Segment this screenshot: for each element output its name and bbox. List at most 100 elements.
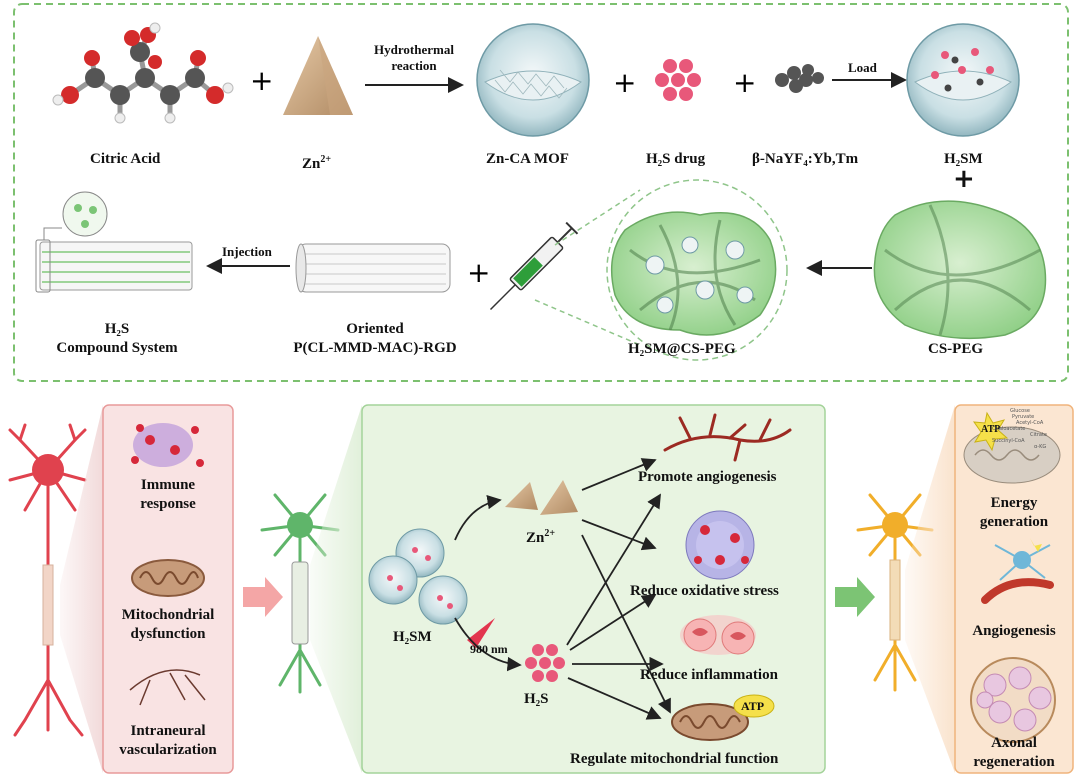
- neuron-soma: [882, 512, 908, 538]
- plus-sign: +: [953, 164, 975, 194]
- zn-mechanism-label-base: Zn: [526, 530, 545, 546]
- zn-pyramid-icon: [283, 36, 353, 115]
- synthesis-panel: [13, 3, 1069, 382]
- h2sm-spheres-icon: [368, 528, 468, 625]
- injection-label: Injection: [222, 244, 272, 259]
- vascularization-label: Intraneural vascularization: [103, 722, 233, 760]
- plus-sign: +: [613, 66, 636, 99]
- injured-axon: [42, 564, 54, 646]
- inflammation-cells-icon: [680, 615, 756, 655]
- immune-response-label: Immune response: [103, 476, 233, 514]
- hydrothermal-label-2: reaction: [391, 58, 437, 73]
- mitochondrial-dysfunction-label-2: dysfunction: [130, 626, 206, 642]
- zn-pyramids-icon: [505, 480, 578, 515]
- krebs-label: Pyruvate: [1012, 414, 1035, 420]
- citric-acid-label: Citric Acid: [90, 151, 161, 167]
- syringe-icon: [489, 221, 579, 311]
- zn-label-base: Zn: [302, 156, 321, 172]
- zn-ca-mof-sphere-icon: [476, 23, 590, 137]
- reduce-oxidative-stress-label: Reduce oxidative stress: [630, 583, 779, 599]
- plus-sign: +: [250, 64, 273, 97]
- load-label: Load: [848, 60, 877, 75]
- oriented-scaffold-label-1: Oriented: [346, 321, 404, 337]
- pink-progress-arrow: [243, 577, 283, 617]
- immune-response-label-1: Immune: [140, 477, 196, 493]
- regulate-mitochondria-label: Regulate mitochondrial function: [570, 751, 779, 767]
- axon-bundle-icon: [970, 657, 1056, 743]
- citric-acid-molecule-icon: [52, 22, 234, 124]
- energy-generation-label: Energy generation: [955, 494, 1073, 532]
- mitochondrion-icon: [671, 694, 775, 741]
- compound-system-label-2: Compound System: [56, 340, 178, 356]
- zn-mechanism-label: Zn2+: [526, 524, 555, 548]
- axonal-regeneration-label-2: regeneration: [973, 754, 1055, 770]
- vessel-neuron-icon: [981, 538, 1054, 604]
- h2s-drug-label: H₂S drug: [646, 151, 706, 167]
- regenerated-axon: [889, 559, 901, 641]
- mitochondria-icon: [131, 559, 205, 597]
- zn-label: Zn2+: [302, 150, 331, 174]
- zoom-fan: [310, 405, 362, 773]
- arrow-zn-mito: [581, 534, 671, 714]
- plus-sign: +: [733, 66, 756, 99]
- krebs-label: Citrate: [1030, 432, 1047, 438]
- neuron-soma: [287, 512, 313, 538]
- atp-badge: ATP: [741, 699, 765, 713]
- energy-metabolism-icon: [963, 411, 1061, 484]
- zoom-line: [534, 299, 641, 346]
- zn-mechanism-label-sup: 2+: [544, 528, 556, 539]
- krebs-cycle-labels: Glucose Pyruvate Acetyl-CoA Oxaloacetate…: [990, 408, 1070, 450]
- h2sm-cs-peg-label: H₂SM@CS-PEG: [628, 341, 736, 357]
- arrow-zn-angio: [581, 458, 657, 491]
- zn-label-sup: 2+: [320, 154, 332, 165]
- axonal-regeneration-label: Axonal regeneration: [955, 734, 1073, 772]
- vascularization-label-1: Intraneural: [130, 723, 206, 739]
- h2s-cluster-icon: [525, 644, 565, 682]
- zoom-fan: [905, 405, 955, 773]
- vascularization-label-2: vascularization: [119, 742, 217, 758]
- immune-response-label-2: response: [140, 496, 196, 512]
- scaffold-tube: [291, 561, 309, 645]
- compound-tube-icon: [35, 191, 193, 293]
- hydrothermal-label-1: Hydrothermal: [374, 42, 454, 57]
- oriented-scaffold-tube-icon: [295, 243, 451, 293]
- zoom-fan: [60, 405, 103, 773]
- green-progress-arrow: [835, 577, 875, 617]
- blood-vessel-icon: [129, 669, 206, 706]
- arrow-h2sm-h2s: [454, 617, 522, 672]
- energy-generation-label-1: Energy: [990, 495, 1038, 511]
- angiogenesis-outcome-label: Angiogenesis: [972, 623, 1056, 639]
- krebs-label: Glucose: [1010, 408, 1030, 414]
- h2sm-label: H₂SM: [944, 151, 983, 167]
- mitochondrial-dysfunction-label-1: Mitochondrial: [121, 607, 215, 623]
- reduce-inflammation-label: Reduce inflammation: [640, 667, 778, 683]
- nayf4-particles-icon: [775, 64, 824, 93]
- krebs-label: Oxaloacetate: [992, 426, 1026, 432]
- arrow-h2s-oxid: [569, 594, 657, 651]
- immune-cells-icon: [131, 423, 204, 467]
- mechanism-panel: [361, 404, 826, 774]
- compound-system-label: H₂S Compound System: [54, 320, 180, 358]
- h2sm-cs-peg-hydrogel-icon: [610, 211, 777, 336]
- neuron-soma: [32, 454, 64, 486]
- laser-wavelength-label: 980 nm: [470, 642, 508, 656]
- h2sm-mechanism-label: H₂SM: [393, 629, 432, 645]
- arrow-h2s-angio: [566, 493, 661, 646]
- energy-generation-label-2: generation: [979, 514, 1049, 530]
- nayf4-label: β-NaYF₄:Yb,Tm: [752, 151, 859, 167]
- promote-angiogenesis-label: Promote angiogenesis: [638, 469, 777, 485]
- arrow-h2sm-zn: [454, 494, 502, 541]
- h2s-drug-icon: [655, 59, 701, 101]
- zn-ca-mof-label: Zn-CA MOF: [486, 151, 569, 167]
- zoom-line: [554, 189, 641, 246]
- oxidative-stress-cell-icon: [685, 510, 755, 580]
- cs-peg-hydrogel-icon: [873, 200, 1047, 340]
- krebs-label: Acetyl-CoA: [1016, 420, 1044, 426]
- compound-system-label-1: H₂S: [104, 321, 130, 337]
- krebs-label: α-KG: [1034, 444, 1047, 450]
- axonal-regeneration-label-1: Axonal: [991, 735, 1037, 751]
- zoom-circle: [606, 179, 788, 361]
